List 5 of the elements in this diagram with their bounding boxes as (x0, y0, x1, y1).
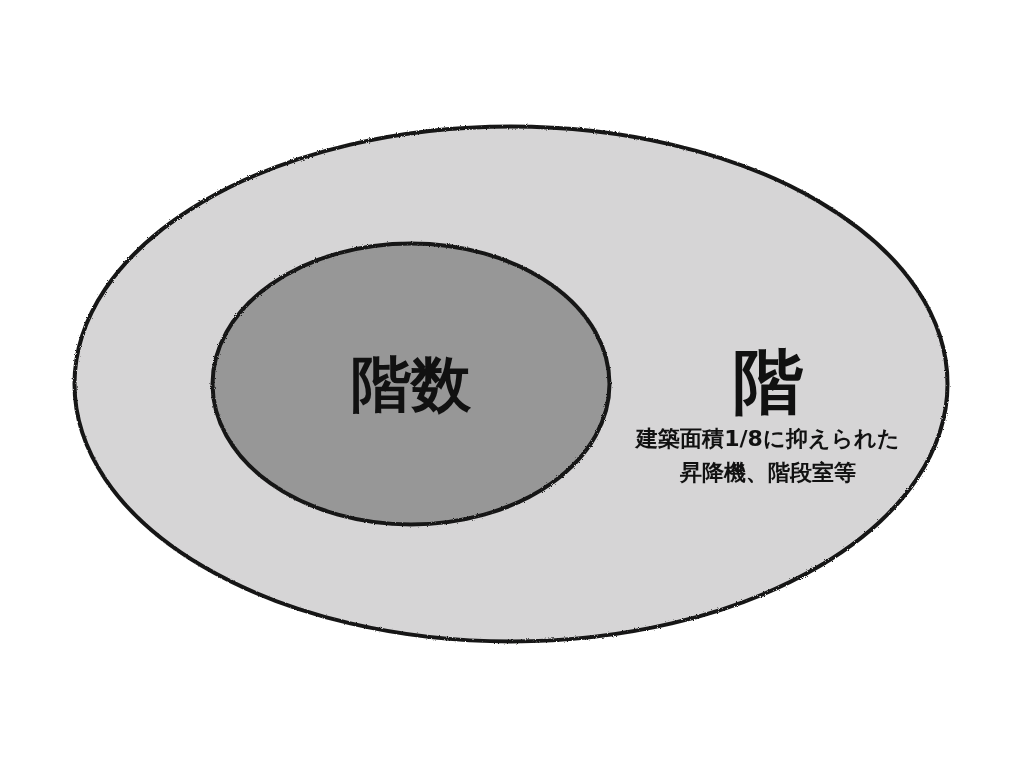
inner-region-ellipse (210, 241, 612, 527)
subset-label: 階数 (351, 354, 471, 414)
outer-region-ellipse (72, 124, 950, 644)
region-description: 建築面積1/8に抑えられた昇降機、階段室等 (636, 425, 900, 487)
region-heading: 階 (733, 347, 803, 417)
